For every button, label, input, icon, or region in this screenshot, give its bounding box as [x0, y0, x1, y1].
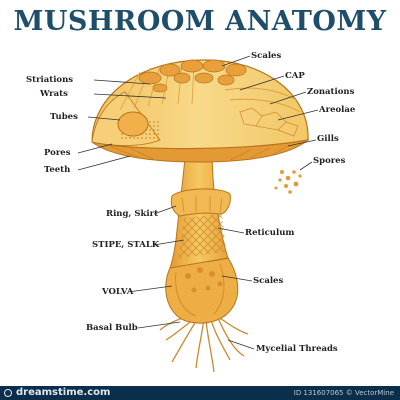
- label-spores: Spores: [313, 156, 346, 166]
- label-areolae: Areolae: [319, 105, 356, 115]
- label-basal-bulb: Basal Bulb: [86, 323, 138, 333]
- label-volva: VOLVA: [102, 287, 134, 297]
- label-gills: Gills: [317, 134, 339, 144]
- watermark-site: dreamstime.com: [16, 387, 111, 398]
- ring-skirt-shape: [170, 188, 231, 217]
- label-tubes: Tubes: [50, 112, 78, 122]
- leader-lines: [77, 55, 319, 350]
- dreamstime-logo-icon: [4, 389, 12, 397]
- label-reticulum: Reticulum: [245, 228, 295, 238]
- spores-dots: [274, 170, 302, 194]
- watermark-bar: dreamstime.com ID 131607065 © VectorMine: [0, 386, 400, 400]
- cap-scales: [138, 59, 247, 93]
- watermark-id: ID 131607065 © VectorMine: [293, 389, 394, 397]
- label-warts: Wrats: [40, 89, 68, 99]
- label-zonations: Zonations: [307, 87, 355, 97]
- label-pores: Pores: [44, 148, 71, 158]
- label-striations: Striations: [26, 75, 74, 85]
- label-teeth: Teeth: [44, 165, 71, 175]
- label-mycelial-threads: Mycelial Threads: [256, 344, 338, 354]
- label-scales-top: Scales: [251, 51, 282, 61]
- label-scales-bottom: Scales: [253, 276, 284, 286]
- label-cap: CAP: [285, 71, 305, 81]
- page-title: MUSHROOM ANATOMY: [13, 6, 387, 37]
- label-ring-skirt: Ring, Skirt: [106, 209, 158, 219]
- label-stipe-stalk: STIPE, STALK: [92, 240, 160, 250]
